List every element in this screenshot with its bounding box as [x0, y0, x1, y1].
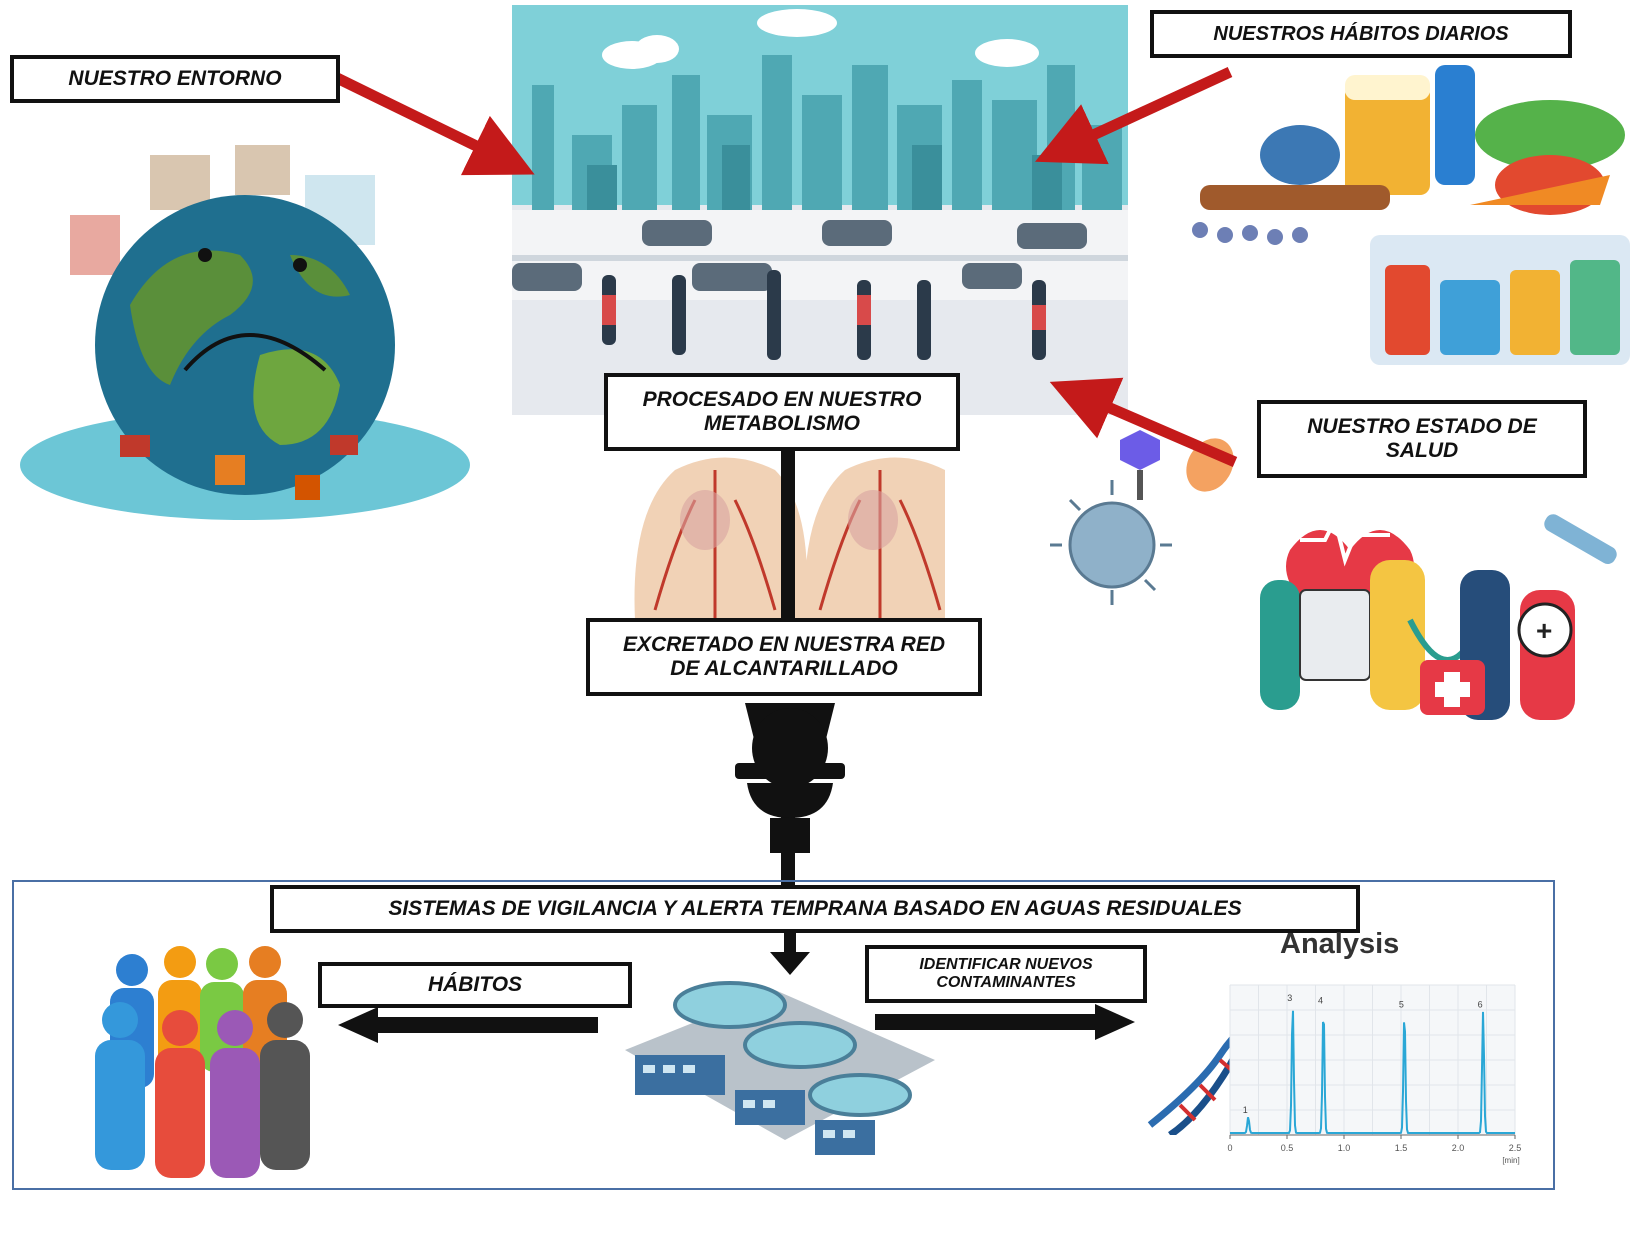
daily-habits-illustration: [1180, 55, 1636, 375]
analysis-title: Analysis: [1280, 928, 1400, 960]
bottom-frame: [12, 880, 1555, 1190]
peak-label: 5: [1399, 1000, 1404, 1010]
down-arrow: [770, 930, 810, 975]
wastewater-treatment-plant: [615, 970, 945, 1170]
x-tick-label: 0.5: [1281, 1143, 1294, 1153]
pathogens-illustration: [1050, 420, 1240, 610]
x-tick-label: 2.5: [1509, 1143, 1522, 1153]
arrow-right-contaminantes: [875, 1004, 1135, 1040]
polluted-earth-illustration: [10, 135, 480, 530]
peak-label: 3: [1287, 993, 1292, 1003]
svg-text:+: +: [1536, 615, 1552, 646]
city-illustration: [512, 5, 1128, 415]
peak-label: 6: [1478, 1000, 1483, 1010]
arrow-left-habitos: [338, 1007, 598, 1043]
label-nuestros-habitos-diarios: NUESTROS HÁBITOS DIARIOS: [1150, 10, 1572, 58]
label-identificar-contaminantes: IDENTIFICAR NUEVOS CONTAMINANTES: [865, 945, 1147, 1003]
label-habitos: HÁBITOS: [318, 962, 632, 1008]
label-metabolismo: PROCESADO EN NUESTRO METABOLISMO: [604, 373, 960, 451]
vertical-connector: [781, 450, 795, 630]
health-status-illustration: +: [1240, 480, 1636, 740]
x-tick-label: 0: [1227, 1143, 1232, 1153]
human-bodies-illustration: [615, 440, 945, 620]
label-nuestro-entorno: NUESTRO ENTORNO: [10, 55, 340, 103]
chromatogram-trace: [1230, 1010, 1515, 1134]
x-tick-label: 1.5: [1395, 1143, 1408, 1153]
people-group-illustration: [80, 940, 320, 1180]
x-tick-label: 1.0: [1338, 1143, 1351, 1153]
peak-label: 1: [1243, 1105, 1248, 1115]
toilet-icon: [735, 703, 845, 853]
label-nuestro-estado-salud: NUESTRO ESTADO DE SALUD: [1257, 400, 1587, 478]
x-unit-label: [min]: [1502, 1156, 1519, 1165]
peak-label: 4: [1318, 995, 1323, 1005]
label-sistemas-vigilancia: SISTEMAS DE VIGILANCIA Y ALERTA TEMPRANA…: [270, 885, 1360, 933]
chromatogram: 0 0.5 1.0 1.5 2.0 2.5 [min] 1 3 4 5 6: [1227, 984, 1522, 1165]
label-excretado: EXCRETADO EN NUESTRA RED DE ALCANTARILLA…: [586, 618, 982, 696]
x-tick-label: 2.0: [1452, 1143, 1465, 1153]
